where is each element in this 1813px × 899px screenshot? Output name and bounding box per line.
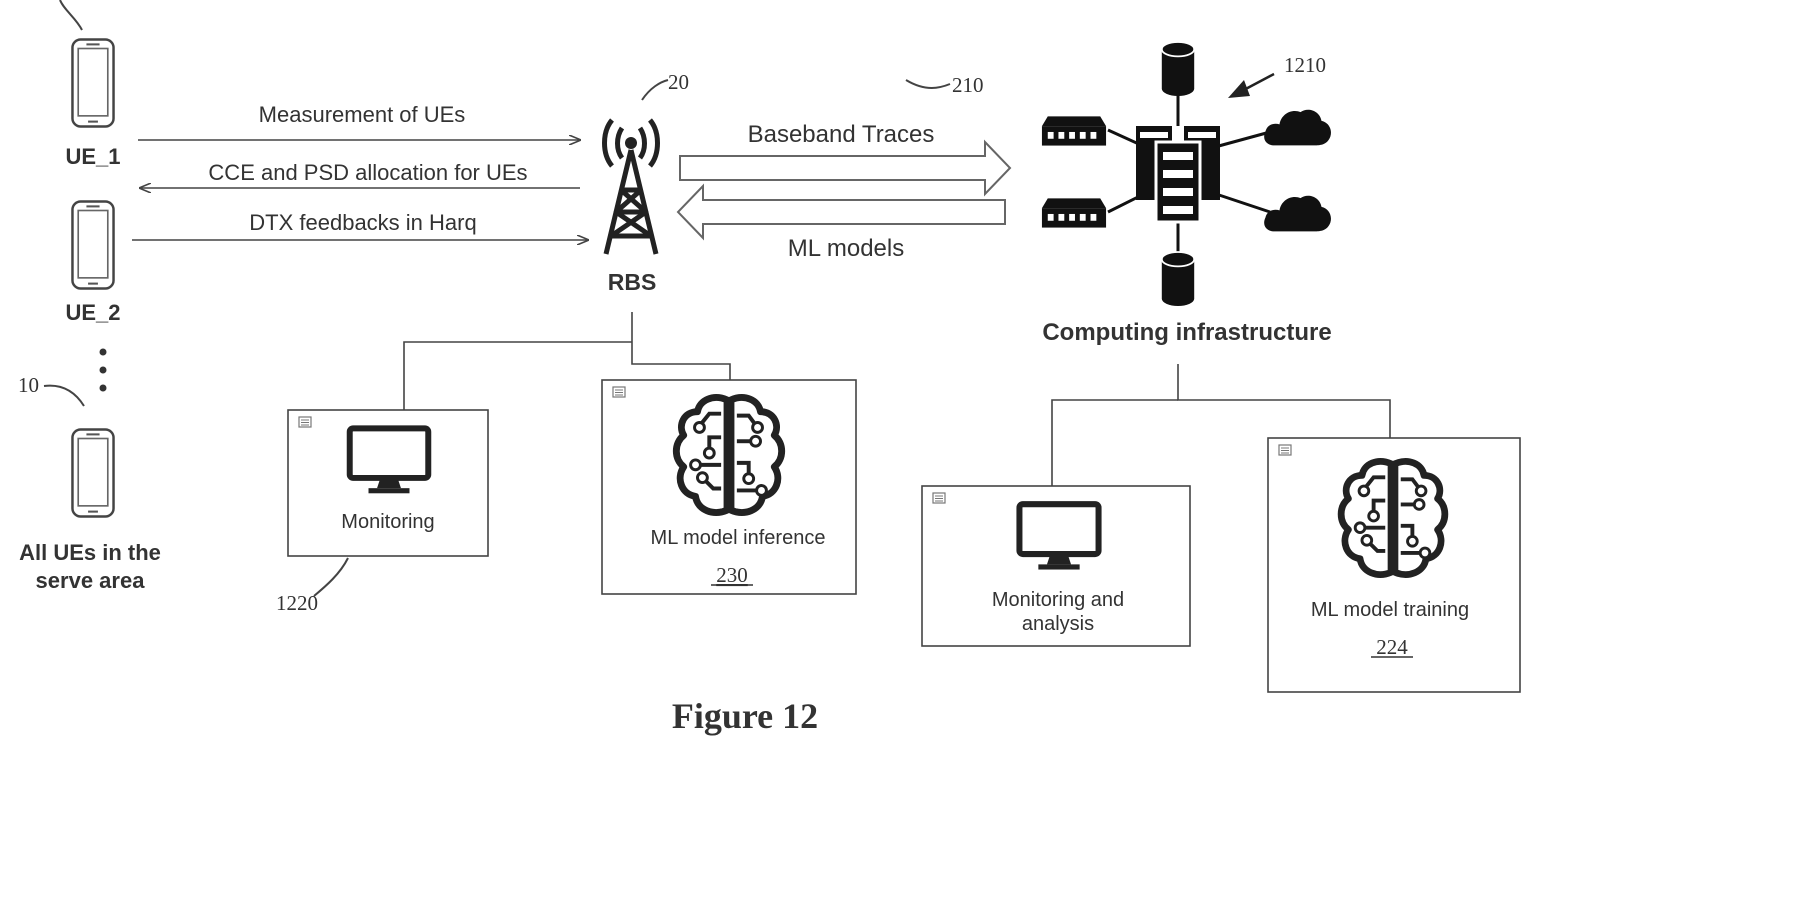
ue1-leader-line — [60, 0, 82, 30]
rbs-ref: 20 — [668, 70, 689, 94]
cloud-bottom-icon — [1264, 196, 1331, 232]
ml-models-arrow — [678, 186, 1005, 238]
monitoring-label: Monitoring — [341, 511, 434, 533]
router-top-icon — [1042, 116, 1106, 145]
signal-measurement-label: Measurement of UEs — [259, 102, 466, 127]
cloud-top-icon — [1264, 110, 1331, 146]
signal-cce-psd-label: CCE and PSD allocation for UEs — [208, 160, 527, 185]
ml-training-ref: 224 — [1376, 635, 1408, 659]
monitoring-box-badge-icon — [299, 417, 311, 427]
baseband-traces-arrow — [680, 142, 1010, 194]
monitoring-analysis-label-line1: Monitoring and — [992, 589, 1124, 611]
monitoring-analysis-box-badge-icon — [933, 493, 945, 503]
ue1-phone-icon — [72, 39, 113, 126]
monitoring-ref: 1220 — [276, 591, 318, 615]
ue2-label: UE_2 — [65, 300, 120, 325]
database-bottom-icon — [1162, 252, 1194, 306]
infrastructure-ref: 1210 — [1284, 53, 1326, 77]
router-bottom-icon — [1042, 198, 1106, 227]
monitoring-leader-line — [314, 558, 348, 596]
infrastructure-ref-arrowhead — [1228, 80, 1250, 98]
server-rack-icon — [1136, 126, 1220, 222]
ml-inference-ref: 230 — [716, 563, 748, 587]
database-top-icon — [1162, 42, 1194, 96]
ue-group-leader-line — [44, 386, 84, 406]
ue-all-label-line2: serve area — [36, 568, 146, 593]
infrastructure-label: Computing infrastructure — [1042, 319, 1331, 346]
ellipsis-dots — [100, 349, 107, 392]
rbs-tower-icon — [605, 120, 658, 254]
ue2-phone-icon — [72, 201, 113, 288]
baseband-traces-label: Baseband Traces — [748, 121, 935, 148]
ml-training-box-badge-icon — [1279, 445, 1291, 455]
rbs-leader-line — [642, 80, 668, 100]
ue-all-label-line1: All UEs in the — [19, 540, 161, 565]
ml-inference-box-badge-icon — [613, 387, 625, 397]
rbs-label: RBS — [608, 269, 657, 295]
ml-inference-label: ML model inference — [651, 527, 826, 549]
ue-all-phone-icon — [72, 429, 113, 516]
monitoring-analysis-label-line2: analysis — [1022, 613, 1094, 635]
ml-models-label: ML models — [788, 235, 904, 262]
ue1-label: UE_1 — [65, 144, 120, 169]
baseband-ref: 210 — [952, 73, 984, 97]
baseband-leader-line — [906, 80, 950, 88]
figure-caption: Figure 12 — [672, 696, 818, 736]
ue-group-ref: 10 — [18, 373, 39, 397]
signal-dtx-label: DTX feedbacks in Harq — [249, 210, 476, 235]
ml-training-label: ML model training — [1311, 599, 1469, 621]
